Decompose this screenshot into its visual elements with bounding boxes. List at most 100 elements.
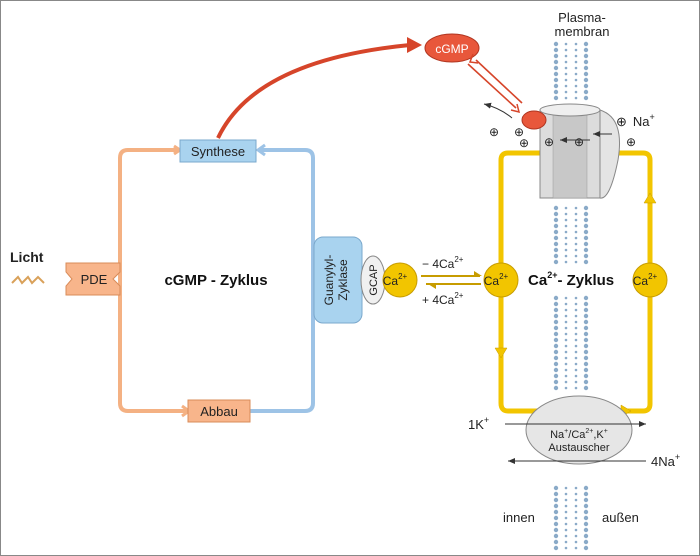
lipid-dot <box>564 248 568 252</box>
lipid-dot <box>583 77 589 83</box>
lipid-dot <box>553 59 559 65</box>
lipid-dot <box>564 528 568 532</box>
lipid-dot <box>574 248 578 252</box>
lipid-dot <box>574 332 578 336</box>
lipid-dot <box>564 338 568 342</box>
ca-ion-gcap <box>382 262 418 298</box>
lipid-dot <box>583 205 589 211</box>
lipid-dot <box>583 59 589 65</box>
lipid-dot <box>553 367 559 373</box>
lipid-dot <box>564 212 568 216</box>
outside-label: außen <box>602 510 639 525</box>
ca-release-arrowhead <box>474 271 482 276</box>
lipid-dot <box>564 386 568 390</box>
lipid-dot <box>583 485 589 491</box>
lipid-dot <box>583 65 589 71</box>
lipid-dot <box>583 223 589 229</box>
lipid-dot <box>564 206 568 210</box>
lipid-dot <box>564 308 568 312</box>
membrane-label-line2: membran <box>555 24 610 39</box>
lipid-dot <box>553 253 559 259</box>
lipid-dot <box>564 320 568 324</box>
lipid-dot <box>564 48 568 52</box>
lipid-dot <box>553 343 559 349</box>
lipid-dot <box>574 42 578 46</box>
light-zigzag-icon <box>11 275 45 285</box>
lipid-dot <box>583 95 589 101</box>
membrane-label-line1: Plasma- <box>558 10 606 25</box>
lipid-dot <box>564 230 568 234</box>
lipid-dot <box>574 380 578 384</box>
cgmp-bound-oval <box>521 110 547 130</box>
lipid-dot <box>553 497 559 503</box>
lipid-dot <box>574 534 578 538</box>
ca-cycle-title: Ca2+- Zyklus <box>528 270 614 289</box>
lipid-dot <box>564 380 568 384</box>
cgmp-binding-arrow-b <box>475 59 523 104</box>
lipid-dot <box>583 533 589 539</box>
lipid-dot <box>564 368 568 372</box>
lipid-dot <box>574 224 578 228</box>
lipid-dot <box>583 337 589 343</box>
lipid-dot <box>574 528 578 532</box>
lipid-dot <box>583 331 589 337</box>
lipid-dot <box>564 344 568 348</box>
plus-4ca-label: + 4Ca2+ <box>422 291 464 307</box>
cgmp-ellipse-label: cGMP <box>435 42 468 56</box>
lipid-dot <box>574 90 578 94</box>
lipid-dot <box>574 350 578 354</box>
lipid-dot <box>564 498 568 502</box>
lipid-dot <box>553 229 559 235</box>
membrane-segment-bottom <box>553 485 589 551</box>
na-plus-label: ⊕Na+ <box>616 112 655 129</box>
lipid-dot <box>564 504 568 508</box>
ca-ion-left <box>483 262 519 298</box>
membrane-segment-middle <box>553 205 589 265</box>
cation-symbols: ⊕ ⊕ ⊕ ⊕ ⊕ ⊕ <box>489 125 636 150</box>
lipid-dot <box>564 350 568 354</box>
lipid-dot <box>574 218 578 222</box>
cgmp-loop-blue <box>250 148 315 413</box>
lipid-dot <box>574 492 578 496</box>
ca-ion-right-label: Ca2+ <box>633 272 658 288</box>
cgmp-loop-orange <box>118 148 188 413</box>
lipid-dot <box>564 42 568 46</box>
lipid-dot <box>583 527 589 533</box>
lipid-dot <box>574 242 578 246</box>
lipid-dot <box>574 522 578 526</box>
lipid-dot <box>564 242 568 246</box>
lipid-dot <box>564 72 568 76</box>
lipid-dot <box>564 486 568 490</box>
cation-5: ⊕ <box>626 135 636 149</box>
lipid-dot <box>564 522 568 526</box>
lipid-dot <box>564 260 568 264</box>
lipid-dot <box>574 236 578 240</box>
lipid-dot <box>553 521 559 527</box>
lipid-dot <box>564 60 568 64</box>
lipid-dot <box>574 206 578 210</box>
lipid-dot <box>583 53 589 59</box>
lipid-dot <box>553 325 559 331</box>
lipid-dot <box>553 295 559 301</box>
lipid-dot <box>574 344 578 348</box>
lipid-dot <box>574 212 578 216</box>
lipid-dot <box>553 205 559 211</box>
lipid-dot <box>583 355 589 361</box>
lipid-dot <box>574 540 578 544</box>
ca-ion-right <box>632 262 668 298</box>
lipid-dot <box>583 83 589 89</box>
cgmp-binding-arrowhead-down <box>510 103 521 114</box>
abbau-label: Abbau <box>200 404 238 419</box>
lipid-dot <box>564 302 568 306</box>
lipid-dot <box>574 326 578 330</box>
lipid-dot <box>553 65 559 71</box>
lipid-dot <box>583 235 589 241</box>
lipid-dot <box>583 247 589 253</box>
synthesis-to-cgmp-arrow <box>216 43 411 139</box>
lipid-dot <box>553 533 559 539</box>
lipid-dot <box>574 386 578 390</box>
lipid-dot <box>574 48 578 52</box>
lipid-dot <box>574 230 578 234</box>
lipid-dot <box>564 540 568 544</box>
